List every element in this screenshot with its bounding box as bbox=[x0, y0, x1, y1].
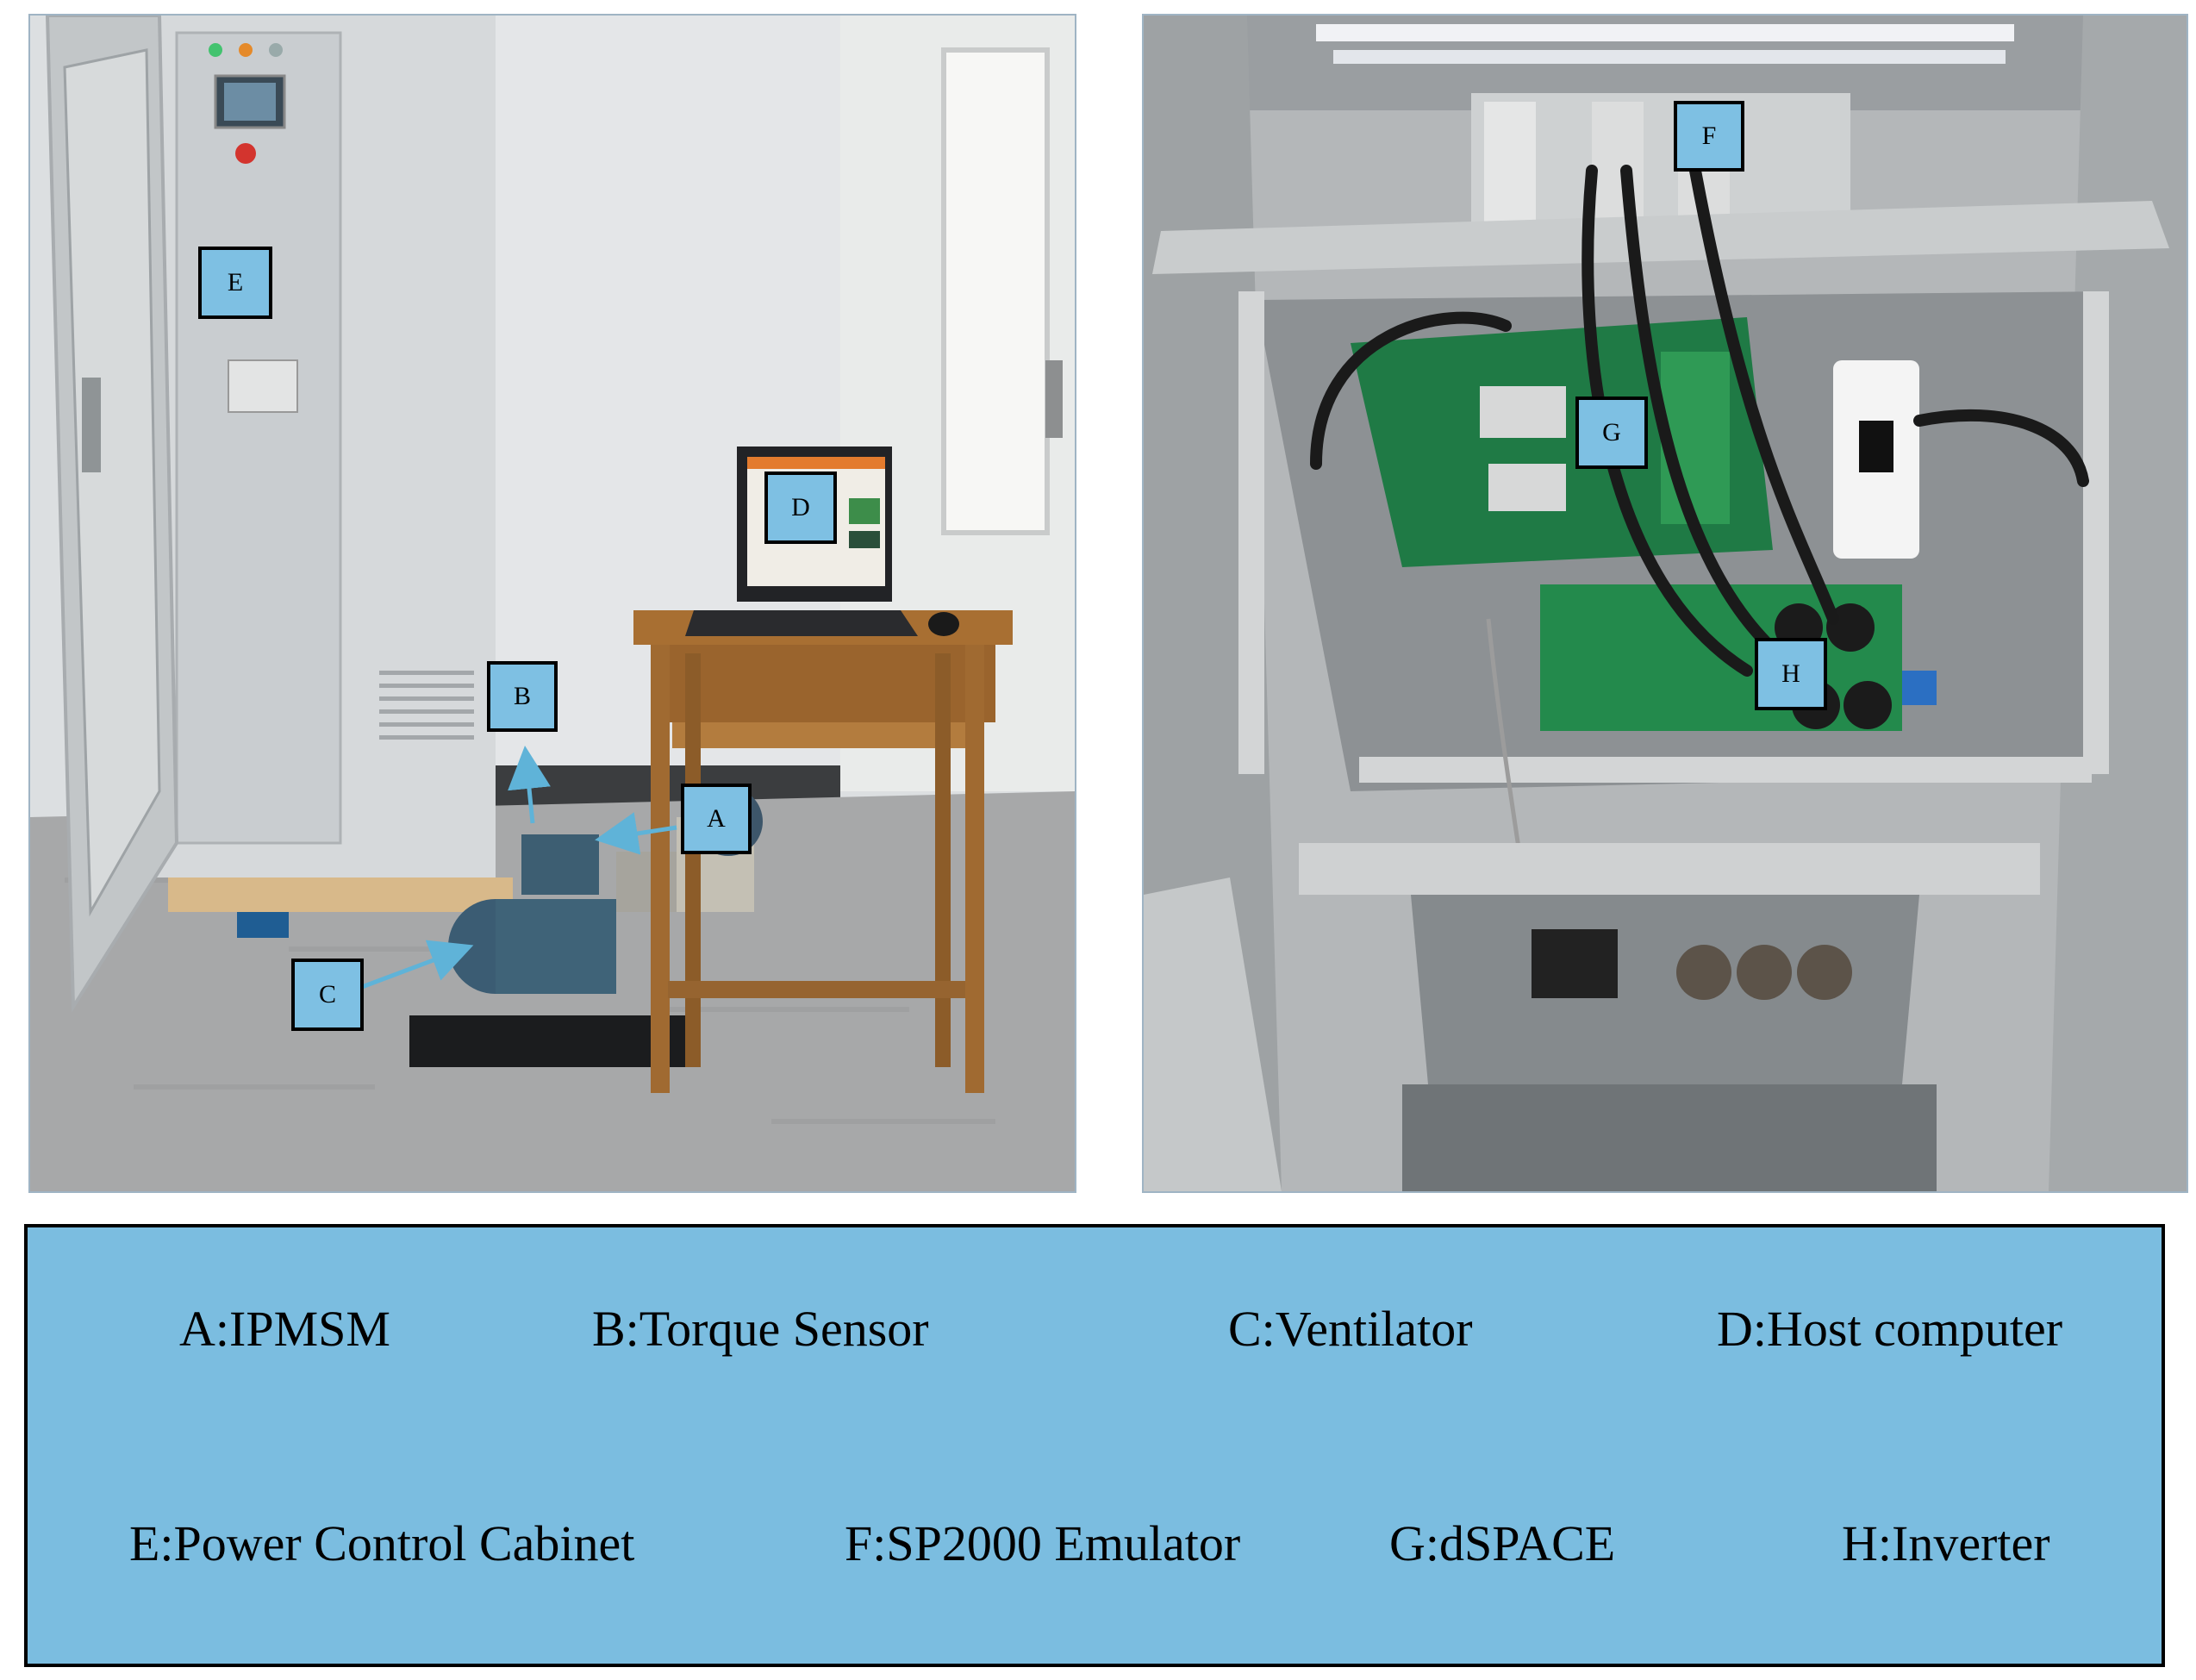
tag-h: H bbox=[1755, 638, 1827, 710]
legend-item-host-computer: D:Host computer bbox=[1717, 1301, 2063, 1357]
tag-e: E bbox=[198, 247, 272, 319]
tag-d: D bbox=[764, 472, 837, 544]
tag-a: A bbox=[681, 784, 752, 854]
legend-item-inverter: H:Inverter bbox=[1842, 1515, 2050, 1571]
tag-g: G bbox=[1575, 397, 1648, 469]
legend-item-torque-sensor: B:Torque Sensor bbox=[592, 1301, 929, 1357]
tag-f: F bbox=[1674, 101, 1744, 172]
tag-b: B bbox=[487, 661, 558, 732]
tag-c: C bbox=[291, 959, 364, 1031]
legend-box: A:IPMSM B:Torque Sensor C:Ventilator D:H… bbox=[24, 1224, 2165, 1667]
legend-item-ventilator: C:Ventilator bbox=[1228, 1301, 1473, 1357]
legend-item-dspace: G:dSPACE bbox=[1389, 1515, 1616, 1571]
test-bench-illustration bbox=[30, 16, 1075, 1191]
legend-item-power-control-cabinet: E:Power Control Cabinet bbox=[129, 1515, 635, 1571]
control-cabinet-illustration bbox=[1144, 16, 2187, 1191]
legend-item-sp2000-emulator: F:SP2000 Emulator bbox=[845, 1515, 1241, 1571]
test-bench-photo bbox=[28, 14, 1076, 1193]
control-cabinet-photo bbox=[1142, 14, 2188, 1193]
legend-item-ipmsm: A:IPMSM bbox=[179, 1301, 390, 1357]
